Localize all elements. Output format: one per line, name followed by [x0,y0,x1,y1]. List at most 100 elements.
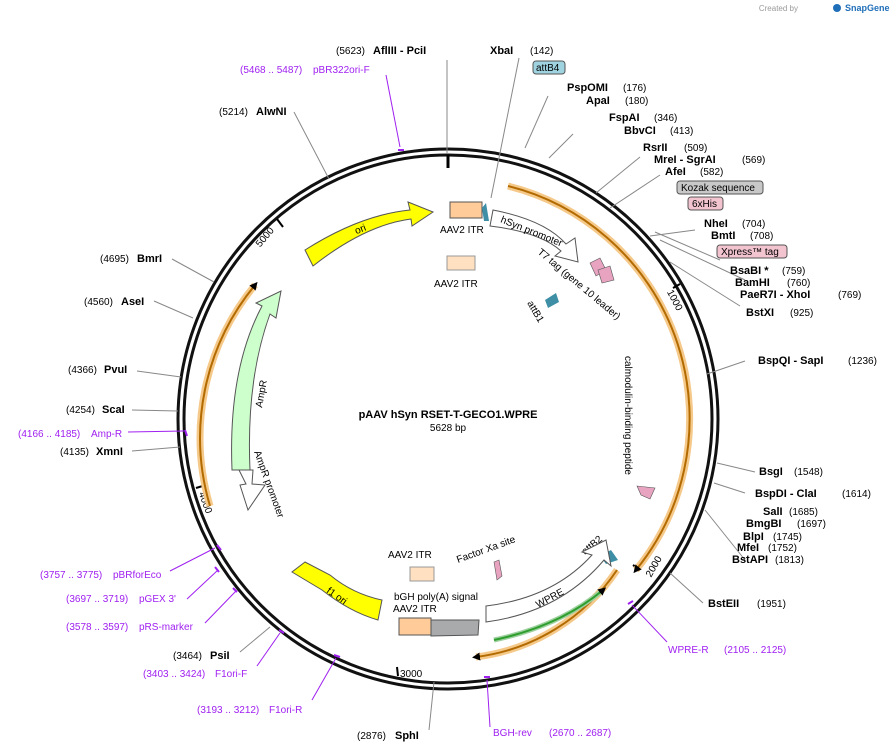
ori-arrow[interactable] [304,201,435,267]
site-blpi[interactable]: BlpI [743,531,764,543]
kozak-box[interactable] [676,180,764,195]
primer-amp-r[interactable]: Amp-R [91,429,122,440]
plasmid-size: 5628 bp [430,423,467,434]
site-bmti[interactable]: BmtI [711,230,735,242]
site-asei[interactable]: AseI [121,296,144,308]
site-psppomi[interactable]: PspOMI [567,82,608,94]
site-xbai[interactable]: XbaI [490,45,513,57]
site-blpi-pos: (1745) [773,532,802,543]
attb4-marker-icon [482,203,489,221]
aav2-itr-top[interactable] [449,201,483,219]
site-xbai-pos: (142) [530,46,553,57]
site-nhei[interactable]: NheI [704,218,728,230]
site-xmni[interactable]: XmnI [96,446,123,458]
primer-bgh-rev[interactable]: BGH-rev [493,728,532,739]
site-bamhi[interactable]: BamHI [735,277,770,289]
site-bstapi-pos: (1813) [775,555,804,566]
site-mfei-pos: (1752) [768,543,797,554]
site-mfei[interactable]: MfeI [737,542,759,554]
site-fspai[interactable]: FspAI [609,112,640,124]
ampr-arrow[interactable] [231,290,282,471]
attb1-marker-icon [545,293,559,308]
aav2-itr-bottom-label: AAV2 ITR [393,604,437,615]
site-afei[interactable]: AfeI [665,166,686,178]
factor-xa-marker-icon [493,559,503,581]
primer-pgex3[interactable]: pGEX 3' [139,594,176,605]
site-paer7i-xhoi[interactable]: PaeR7I - XhoI [740,289,810,301]
site-bbvci[interactable]: BbvCI [624,125,656,137]
6xhis-box-label: 6xHis [692,199,717,210]
primer-pbrforeco-pos: (3757 .. 3775) [40,570,102,581]
ori-label: ori [353,223,367,237]
site-sphi[interactable]: SphI [395,730,419,742]
site-bstapi[interactable]: BstAPI [732,554,768,566]
backbone-outer [176,147,720,691]
site-bmgbi-pos: (1697) [797,519,826,530]
f1-ori-arrow[interactable] [291,561,383,621]
primer-f1ori-r[interactable]: F1ori-R [269,705,302,716]
tick-label-3000: 3000 [400,669,423,680]
attb4-box-label: attB4 [536,63,560,74]
site-sphi-pos: (2876) [357,731,386,742]
site-psii[interactable]: PsiI [210,650,230,662]
site-bspdi-clai[interactable]: BspDI - ClaI [755,488,817,500]
primer-wpre-r[interactable]: WPRE-R [668,645,709,656]
site-sali[interactable]: SalI [763,506,783,518]
aav2-itr-top-label: AAV2 ITR [440,225,484,236]
wpre-arrow[interactable] [485,539,612,623]
attb4-box[interactable] [532,60,566,75]
site-apai[interactable]: ApaI [586,95,610,107]
cbp-marker-icon [636,485,656,500]
site-afliii-pcii[interactable]: AflIII - PciI [373,45,426,57]
ampr-promoter-arrow[interactable] [238,469,266,512]
orf-arc [507,185,691,574]
primer-prs-marker[interactable]: pRS-marker [139,622,194,633]
primer-wpre-r-pos: (2105 .. 2125) [724,645,786,656]
site-nhei-pos: (704) [742,219,765,230]
xpress-box[interactable] [716,244,788,259]
site-bmgbi[interactable]: BmgBI [746,518,781,530]
primer-f1ori-r-pos: (3193 .. 3212) [197,705,259,716]
primer-f1ori-f[interactable]: F1ori-F [215,669,247,680]
site-labels: XbaI (142) PspOMI (176) ApaI (180) FspAI… [60,45,877,742]
cbp-label: calmodulin-binding peptide [622,356,633,475]
primer-pbrforeco[interactable]: pBRforEco [113,570,162,581]
plasmid-name: pAAV hSyn RSET-T-GECO1.WPRE [359,409,538,421]
snapgene-logo-icon [833,4,841,12]
site-pvui[interactable]: PvuI [104,364,127,376]
xpress-box-label: Xpress™ tag [721,247,779,258]
site-xmni-pos: (4135) [60,447,89,458]
aav2-itr-bottom[interactable] [398,617,432,636]
site-bsgi-pos: (1548) [794,467,823,478]
bgh-polya-box[interactable] [430,619,480,637]
site-bspqi-sapi[interactable]: BspQI - SapI [758,355,823,367]
site-scai-pos: (4254) [66,405,95,416]
primer-pbr322ori-f[interactable]: pBR322ori-F [313,65,370,76]
site-bmri[interactable]: BmrI [137,253,162,265]
hsyn-promoter-arrow[interactable] [489,209,579,263]
site-bstxi[interactable]: BstXI [746,307,774,319]
site-paer7i-xhoi-pos: (769) [838,290,861,301]
primer-pgex3-pos: (3697 .. 3719) [66,594,128,605]
site-sali-pos: (1685) [789,507,818,518]
attb1-label: attB1 [524,299,545,325]
site-scai[interactable]: ScaI [102,404,125,416]
site-bsabi[interactable]: BsaBI * [730,265,769,277]
6xhis-box[interactable] [687,196,724,211]
site-mrei-sgrai[interactable]: MreI - SgrAI [654,154,716,166]
site-psii-pos: (3464) [173,651,202,662]
aav2-itr-lower-label: AAV2 ITR [388,550,432,561]
aav2-itr-lower[interactable] [409,566,435,582]
site-alwni[interactable]: AlwNI [256,106,287,118]
site-rsrii[interactable]: RsrII [643,142,667,154]
site-bsgi[interactable]: BsgI [759,466,783,478]
site-bsteii-pos: (1951) [757,599,786,610]
site-bsteii[interactable]: BstEII [708,598,739,610]
ampr-orf-arc [199,281,258,507]
site-bbvci-pos: (413) [670,126,693,137]
site-afei-pos: (582) [700,167,723,178]
primer-f1ori-f-pos: (3403 .. 3424) [143,669,205,680]
aav2-itr-inner[interactable] [446,255,476,271]
site-fspai-pos: (346) [654,113,677,124]
